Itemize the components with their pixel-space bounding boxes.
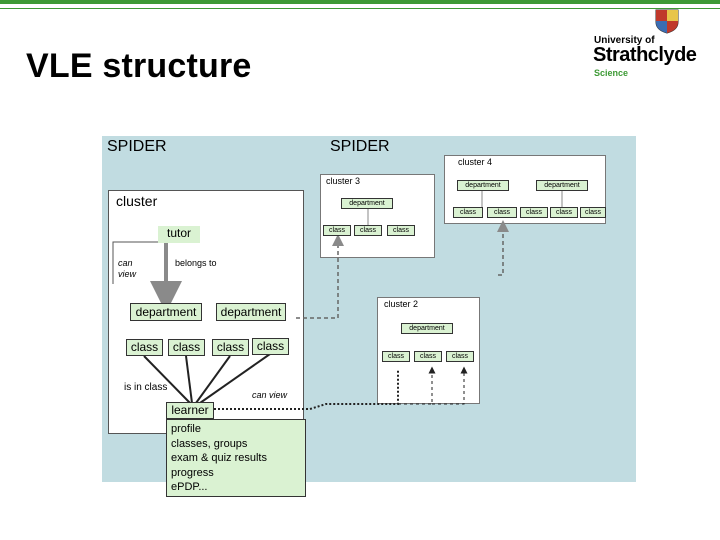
c4-department-node-2: department <box>536 180 588 191</box>
c4-class-node-2: class <box>487 207 517 218</box>
tutor-node: tutor <box>158 226 200 243</box>
cluster-label: cluster <box>116 193 158 209</box>
learner-can-view-label: can view <box>252 390 288 400</box>
university-logo: University of Strathclyde Science <box>590 8 700 78</box>
class-node-3: class <box>212 339 249 356</box>
cluster3-label: cluster 3 <box>326 176 361 186</box>
cluster4-label: cluster 4 <box>458 157 493 167</box>
c2-class-node-2: class <box>414 351 442 362</box>
c4-class-node-4: class <box>550 207 578 218</box>
logo-line-2: Strathclyde <box>593 44 697 66</box>
c3-class-node-2: class <box>354 225 382 236</box>
logo-line-1: University of <box>594 35 655 46</box>
top-green-bar <box>0 0 720 4</box>
can-view-label: can view <box>118 258 137 279</box>
learner-info-line-5: ePDP... <box>171 481 208 493</box>
c2-class-node-1: class <box>382 351 410 362</box>
c3-class-node-3: class <box>387 225 415 236</box>
top-thin-green-bar <box>0 8 720 9</box>
c2-class-node-3: class <box>446 351 474 362</box>
spider-label-left: SPIDER <box>107 138 167 155</box>
c4-class-node-5: class <box>580 207 606 218</box>
learner-info-box: profile classes, groups exam & quiz resu… <box>166 419 306 497</box>
c4-department-node-1: department <box>457 180 509 191</box>
c3-class-node-1: class <box>323 225 351 236</box>
department-node-1: department <box>130 303 202 321</box>
department-node-2: department <box>216 303 286 321</box>
learner-info-line-4: progress <box>171 466 214 479</box>
learner-info-line-2: classes, groups <box>171 437 248 450</box>
class-node-4: class <box>252 338 289 355</box>
cluster3-region <box>320 174 435 258</box>
learner-info-line-1: profile <box>171 423 201 435</box>
class-node-1: class <box>126 339 163 356</box>
crest-icon <box>655 9 679 34</box>
learner-info-line-3: exam & quiz results <box>171 452 267 464</box>
spider-label-right: SPIDER <box>330 138 390 155</box>
c3-department-node: department <box>341 198 393 209</box>
page-title: VLE structure <box>26 47 252 85</box>
cluster2-label: cluster 2 <box>384 299 419 309</box>
class-node-2: class <box>168 339 205 356</box>
c4-class-node-1: class <box>453 207 483 218</box>
c4-class-node-3: class <box>520 207 548 218</box>
logo-line-3: Science <box>594 68 629 78</box>
is-in-class-label: is in class <box>124 382 168 393</box>
learner-node: learner <box>166 402 214 419</box>
belongs-to-label: belongs to <box>175 258 217 268</box>
c2-department-node: department <box>401 323 453 334</box>
